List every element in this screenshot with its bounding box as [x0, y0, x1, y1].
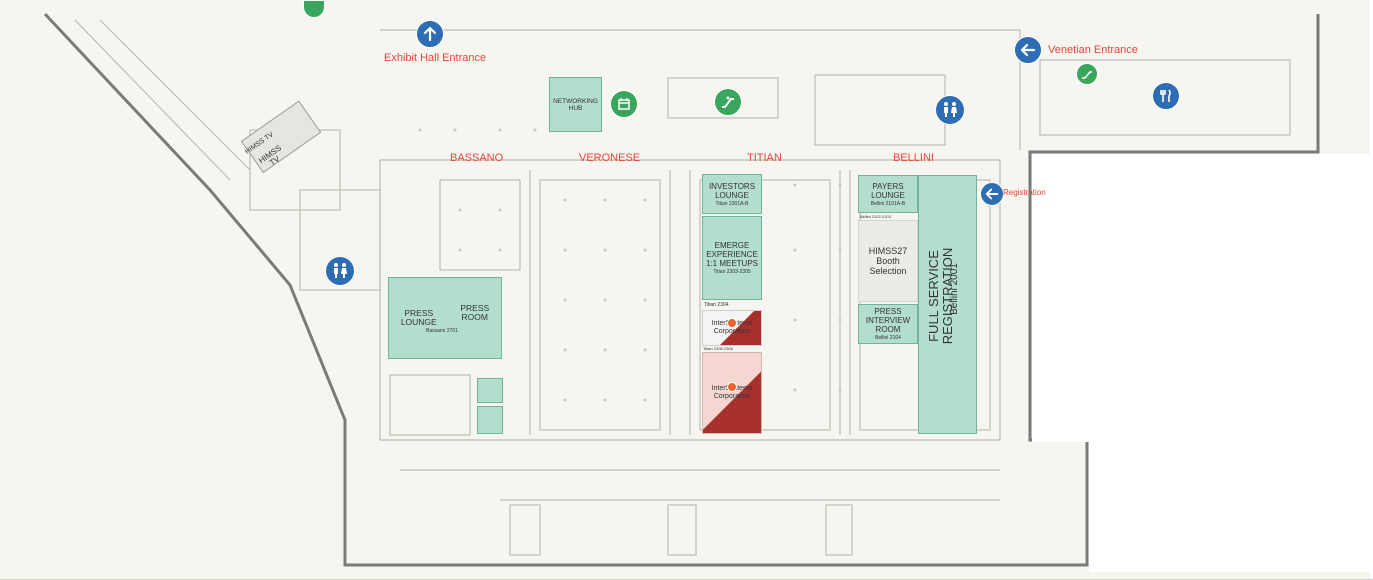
left-arrow-icon[interactable] [980, 182, 1004, 206]
small-room-2[interactable] [477, 406, 503, 434]
himss-tv-stage [240, 100, 322, 174]
exhibit-hall-entrance-label[interactable]: Exhibit Hall Entrance [384, 52, 487, 64]
registration-label[interactable]: Registration [1003, 188, 1046, 197]
hall-label-veronese[interactable]: VERONESE [579, 152, 641, 164]
hall-label-bellini[interactable]: BELLINI [893, 152, 934, 164]
titian-2304-label: Titian 2304 [704, 302, 729, 308]
emerge-experience[interactable]: EMERGE EXPERIENCE 1:1 MEETUPS Titian 230… [702, 216, 762, 300]
booth-selection[interactable]: HIMSS27 Booth Selection [858, 220, 918, 302]
dining-icon[interactable] [1152, 82, 1180, 110]
outer-wall [43, 12, 1320, 567]
payers-lounge[interactable]: PAYERS LOUNGE Bellini 2101A-B [858, 175, 918, 213]
investors-lounge[interactable]: INVESTORS LOUNGE Titian 2301A-B [702, 174, 762, 214]
venetian-entrance-label[interactable]: Venetian Entrance [1048, 44, 1138, 56]
press-interview-room[interactable]: PRESS INTERVIEW ROOM Bellini 2104 [858, 304, 918, 344]
restroom-icon[interactable] [935, 95, 965, 125]
restroom-icon[interactable] [325, 256, 355, 286]
left-arrow-icon[interactable] [1014, 36, 1042, 64]
hall-label-bassano[interactable]: BASSANO [450, 152, 504, 164]
location-pin-icon[interactable] [727, 318, 737, 328]
up-arrow-icon[interactable] [416, 20, 444, 48]
small-room-1[interactable] [477, 378, 503, 403]
escalator-icon[interactable] [1076, 63, 1098, 85]
calendar-icon[interactable] [610, 90, 638, 118]
intersystems-booth-1[interactable]: InterSystemsCorporation [702, 310, 762, 346]
escalator-icon[interactable] [714, 88, 742, 116]
networking-hub[interactable]: NETWORKING HUB [549, 77, 602, 132]
full-service-registration[interactable] [918, 175, 977, 434]
intersystems-booth-2[interactable]: InterSystemsCorporation [702, 352, 762, 434]
hall-label-titian[interactable]: TITIAN [747, 152, 782, 164]
bassano-code: Bassano 2701 [426, 328, 458, 334]
bellini-2102-label: Bellini 2102-2103 [860, 214, 891, 219]
bellini-2001-label: Bellini 2001 [949, 263, 960, 315]
titian-2305-label: Titian 2305-2306 [703, 346, 733, 351]
outside-area [1032, 154, 1372, 572]
escalator-icon[interactable] [303, 0, 325, 18]
location-pin-icon[interactable] [727, 382, 737, 392]
